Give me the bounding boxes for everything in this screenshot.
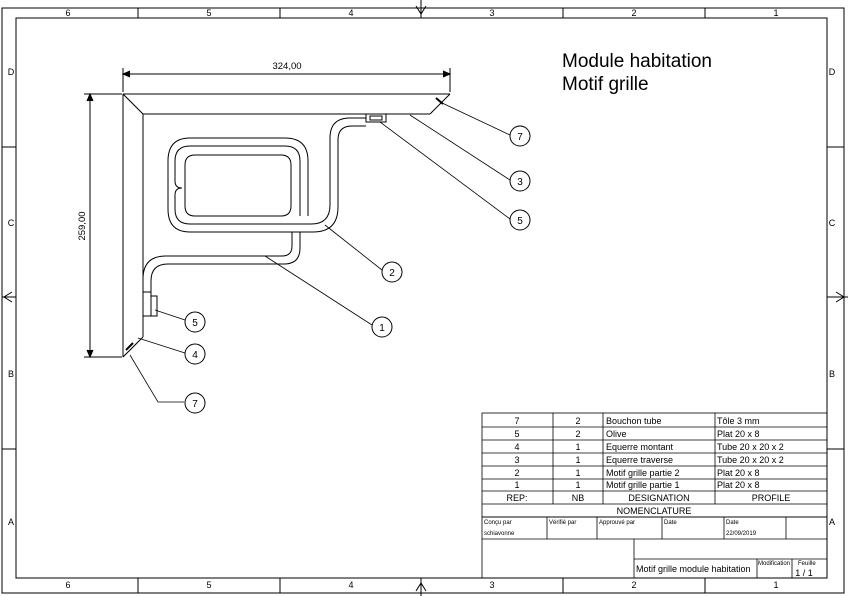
col-label-bottom-6: 6 [65,580,70,590]
title-block-date2-value: 22/09/2019 [726,531,757,537]
part-drawing [84,68,452,359]
title-block-feuille-value: 1 / 1 [795,568,813,578]
col-label-top-2: 2 [631,8,636,18]
balloon-label: 1 [379,323,385,334]
balloon-circle [184,343,206,365]
bom-nb: 1 [575,455,580,465]
col-label-bottom-5: 5 [206,580,211,590]
bom-nb: 2 [575,429,580,439]
bom-designation: Equerre montant [606,442,674,452]
height-dimension-text: 259,00 [77,211,88,240]
row-label-left-d: D [8,67,15,77]
col-label-bottom-2: 2 [631,580,636,590]
bom-profile: Tube 20 x 20 x 2 [717,455,784,465]
title-block-date2-label: Date [726,520,739,526]
drawing-title-line2: Motif grille [562,74,649,95]
bom-rep: 2 [514,468,519,478]
bom-nb: 2 [575,416,580,426]
bom-rep: 7 [514,416,519,426]
bom-profile: Plat 20 x 8 [717,468,760,478]
col-label-top-1: 1 [773,8,778,18]
balloon-label: 5 [192,318,198,329]
bom-rep: 4 [514,442,519,452]
bom-designation: Motif grille partie 1 [606,480,680,490]
sheet-outer-border [1,7,845,594]
row-label-left-b: B [8,369,14,379]
title-block-approuve-label: Approuvé par [599,520,635,526]
row-label-right-d: D [829,67,836,77]
bom-rep: 3 [514,455,519,465]
col-label-bottom-4: 4 [348,580,353,590]
balloon-label: 7 [517,132,523,143]
col-label-bottom-3: 3 [489,580,494,590]
sheet-inner-frame [15,17,828,579]
bom-nb: 1 [575,468,580,478]
balloon-label: 4 [192,350,198,361]
balloon-circle [381,261,403,283]
zone-ticks [2,8,844,593]
leader-lines [129,101,511,403]
bom-header-designation: DESIGNATION [628,493,689,503]
bom-nb: 1 [575,480,580,490]
drawing-title-line1: Module habitation [562,51,712,72]
col-label-top-5: 5 [206,8,211,18]
balloons: 7 3 5 2 1 5 4 7 [184,125,531,414]
bom-profile: Plat 20 x 8 [717,480,760,490]
title-block-concu-value: schiavonne [484,531,515,537]
bom-profile: Tôle 3 mm [717,416,760,426]
balloon-label: 5 [517,216,523,227]
bom-header-nb: NB [572,493,585,503]
balloon-circle [509,170,531,192]
col-label-top-3: 3 [489,8,494,18]
title-block-date-label: Date [664,520,677,526]
bom-rep: 5 [514,429,519,439]
title-block-verifie-label: Vérifié par [549,520,576,526]
width-dimension-text: 324,00 [272,61,301,72]
title-block-modification-label: Modification [758,561,790,567]
row-label-right-a: A [829,517,835,527]
row-label-left-a: A [8,517,14,527]
bom-profile: Tube 20 x 20 x 2 [717,442,784,452]
balloon-circle [371,316,393,338]
bom-rep: 1 [514,480,519,490]
bom-nb: 1 [575,442,580,452]
bom-designation: Bouchon tube [606,416,662,426]
col-label-top-4: 4 [348,8,353,18]
bom-header-profile: PROFILE [752,493,791,503]
balloon-label: 3 [517,177,523,188]
col-label-bottom-1: 1 [773,580,778,590]
balloon-circle [509,209,531,231]
title-block-concu-label: Conçu par [484,520,512,526]
bom-designation: Olive [606,429,627,439]
balloon-label: 2 [389,268,395,279]
title-block-part-name: Motif grille module habitation [636,564,751,574]
bom-profile: Plat 20 x 8 [717,429,760,439]
row-label-left-c: C [8,218,15,228]
balloon-circle [184,392,206,414]
col-label-top-6: 6 [65,8,70,18]
bom-designation: Equerre traverse [606,455,673,465]
bom-designation: Motif grille partie 2 [606,468,680,478]
balloon-circle [509,125,531,147]
bom-header-rep: REP: [506,493,527,503]
balloon-label: 7 [192,399,198,410]
row-label-right-b: B [829,369,835,379]
title-block-feuille-label: Feuille [798,561,816,567]
row-label-right-c: C [829,218,836,228]
bom-caption: NOMENCLATURE [617,506,692,516]
balloon-circle [184,311,206,333]
title-block [481,516,828,579]
